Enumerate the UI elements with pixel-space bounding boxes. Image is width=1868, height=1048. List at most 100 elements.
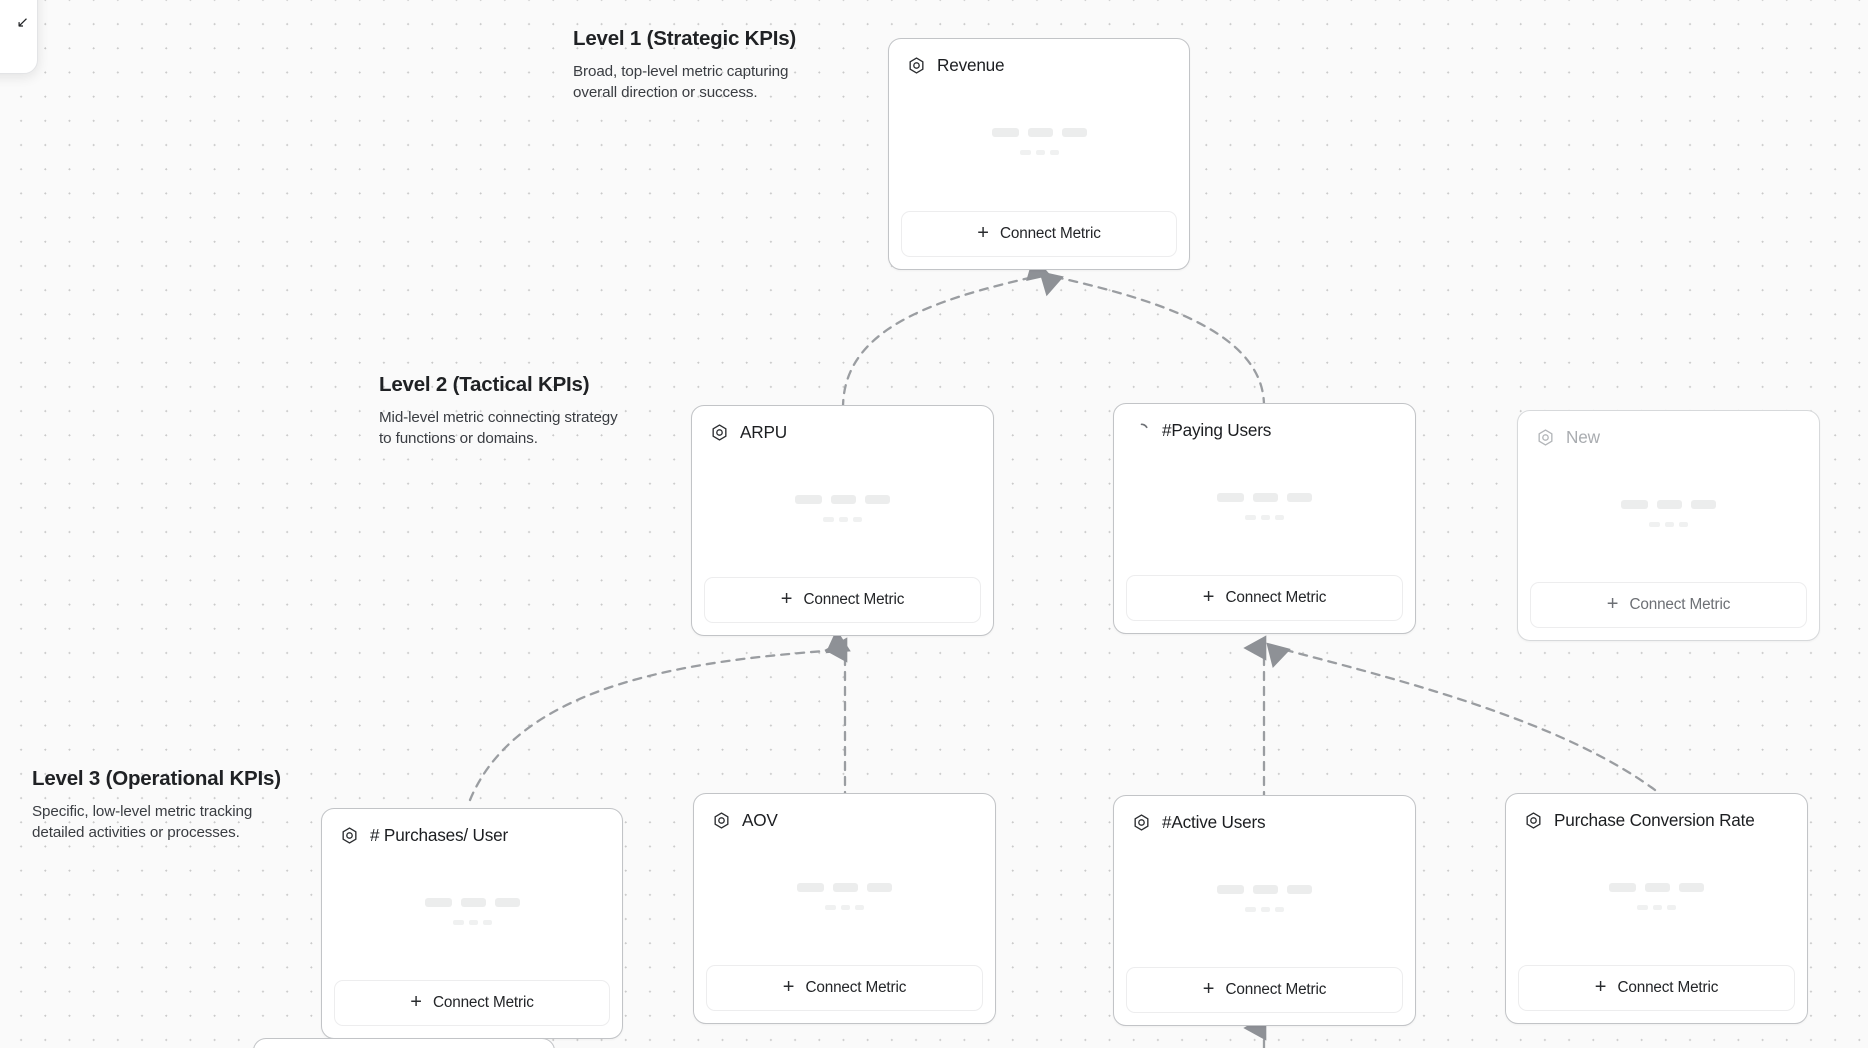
- card-title: #Active Users: [1162, 812, 1266, 832]
- plus-icon: +: [1202, 586, 1215, 608]
- loading-spinner-icon: [1140, 423, 1148, 429]
- level-2-description: Mid-level metric connecting strategy to …: [379, 409, 618, 447]
- skeleton-bar: [1049, 150, 1059, 155]
- metric-card-purchase-conversion-rate[interactable]: Purchase Conversion Rate + Connect Metri…: [1505, 793, 1808, 1024]
- hexagon-icon: [714, 812, 729, 829]
- connect-metric-label: Connect Metric: [1225, 589, 1327, 606]
- edge-pcr-paying: [1266, 642, 1657, 792]
- skeleton-bar: [424, 897, 452, 907]
- card-title: ARPU: [740, 422, 787, 442]
- plus-icon: +: [1594, 976, 1607, 998]
- level-1-title: Level 1 (Strategic KPIs): [573, 27, 797, 50]
- card-skeleton-body: [322, 846, 622, 980]
- metric-card-new[interactable]: New + Connect Metric: [1517, 410, 1820, 641]
- connect-metric-button[interactable]: + Connect Metric: [706, 965, 983, 1011]
- skeleton-bar: [865, 494, 890, 504]
- level-2-title: Level 2 (Tactical KPIs): [379, 373, 590, 396]
- connect-metric-button[interactable]: + Connect Metric: [1530, 582, 1807, 628]
- skeleton-bar: [1261, 514, 1270, 520]
- level-1-description: Broad, top-level metric capturing overal…: [573, 63, 789, 101]
- skeleton-bar: [1637, 904, 1648, 910]
- skeleton-bar: [991, 128, 1019, 137]
- plus-icon: +: [1606, 593, 1619, 615]
- skeleton-bar: [841, 904, 850, 910]
- skeleton-bar: [1217, 884, 1244, 894]
- skeleton-bar: [831, 494, 856, 504]
- skeleton-row-secondary: [1649, 521, 1688, 527]
- floating-corner-panel[interactable]: ↙: [0, 0, 38, 74]
- card-header: #Active Users: [1114, 796, 1415, 833]
- metric-card-purchases-per-user[interactable]: # Purchases/ User + Connect Metric: [321, 808, 623, 1039]
- plus-icon: +: [977, 222, 989, 244]
- skeleton-row-primary: [991, 128, 1087, 137]
- metric-card-revenue[interactable]: Revenue + Connect Metric: [888, 38, 1190, 270]
- skeleton-bar: [1253, 884, 1278, 894]
- card-skeleton-body: [1506, 831, 1807, 965]
- connect-metric-label: Connect Metric: [1617, 979, 1719, 996]
- skeleton-bar: [1275, 906, 1284, 912]
- skeleton-bar: [797, 882, 824, 892]
- skeleton-bar: [823, 516, 834, 522]
- level-2-label-block: Level 2 (Tactical KPIs) Mid-level metric…: [379, 373, 627, 450]
- card-skeleton-body: [692, 443, 993, 577]
- card-header: Purchase Conversion Rate: [1506, 794, 1807, 831]
- skeleton-row-primary: [1621, 499, 1716, 509]
- skeleton-bar: [1275, 514, 1284, 520]
- card-skeleton-body: [889, 76, 1189, 211]
- skeleton-bar: [1649, 521, 1660, 527]
- skeleton-row-primary: [1609, 882, 1704, 892]
- skeleton-row-secondary: [825, 904, 864, 910]
- metric-card-arpu[interactable]: ARPU + Connect Metric: [691, 405, 994, 636]
- card-header: Revenue: [889, 39, 1189, 76]
- skeleton-bar: [494, 897, 520, 907]
- skeleton-bar: [1679, 521, 1688, 527]
- connect-metric-button[interactable]: + Connect Metric: [1126, 967, 1403, 1013]
- skeleton-bar: [1245, 906, 1256, 912]
- plus-icon: +: [410, 991, 422, 1013]
- card-header: #Paying Users: [1114, 404, 1415, 441]
- skeleton-row-secondary: [452, 919, 492, 925]
- connect-metric-label: Connect Metric: [805, 979, 907, 996]
- metric-card-active-users[interactable]: #Active Users + Connect Metric: [1113, 795, 1416, 1026]
- card-title: New: [1566, 427, 1600, 447]
- skeleton-bar: [1621, 499, 1648, 509]
- skeleton-bar: [855, 904, 864, 910]
- skeleton-bar: [1691, 499, 1716, 509]
- hexagon-icon: [1526, 812, 1541, 829]
- skeleton-bar: [825, 904, 836, 910]
- card-skeleton-body: [1114, 833, 1415, 967]
- plus-icon: +: [1202, 978, 1215, 1000]
- metric-card-partial-bottom-left[interactable]: [253, 1038, 555, 1048]
- skeleton-row-secondary: [1245, 906, 1284, 912]
- skeleton-bar: [1665, 521, 1674, 527]
- hexagon-icon: [1134, 814, 1149, 831]
- connect-metric-button[interactable]: + Connect Metric: [1518, 965, 1795, 1011]
- skeleton-bar: [853, 516, 862, 522]
- metric-card-paying-users[interactable]: #Paying Users + Connect Metric: [1113, 403, 1416, 634]
- connect-metric-button[interactable]: + Connect Metric: [901, 211, 1177, 257]
- skeleton-bar: [1667, 904, 1676, 910]
- card-title: #Paying Users: [1162, 420, 1272, 440]
- card-title: Purchase Conversion Rate: [1554, 810, 1755, 830]
- hexagon-icon: [712, 424, 727, 441]
- metric-card-aov[interactable]: AOV + Connect Metric: [693, 793, 996, 1024]
- level-1-label-block: Level 1 (Strategic KPIs) Broad, top-leve…: [573, 27, 823, 104]
- skeleton-bar: [1217, 492, 1244, 502]
- skeleton-bar: [460, 897, 486, 907]
- skeleton-row-secondary: [1019, 150, 1059, 155]
- skeleton-bar: [1657, 499, 1682, 509]
- connect-metric-button[interactable]: + Connect Metric: [1126, 575, 1403, 621]
- connect-metric-button[interactable]: + Connect Metric: [704, 577, 981, 623]
- skeleton-bar: [1061, 128, 1087, 137]
- skeleton-bar: [833, 882, 858, 892]
- card-title: # Purchases/ User: [370, 825, 508, 845]
- skeleton-bar: [482, 919, 492, 925]
- connect-metric-button[interactable]: + Connect Metric: [334, 980, 610, 1026]
- skeleton-row-primary: [797, 882, 892, 892]
- skeleton-row-secondary: [823, 516, 862, 522]
- card-header: ARPU: [692, 406, 993, 443]
- card-header: AOV: [694, 794, 995, 831]
- card-skeleton-body: [1518, 448, 1819, 582]
- connect-metric-label: Connect Metric: [1629, 596, 1731, 613]
